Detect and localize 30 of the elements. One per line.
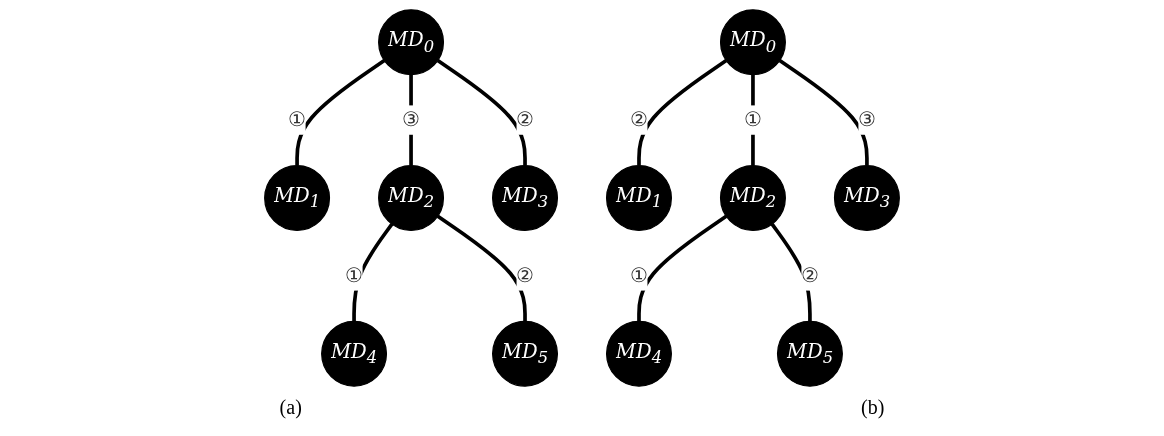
node-circle: MD$_{4}$: [321, 320, 388, 387]
connector: [295, 59, 386, 166]
connector: [436, 59, 527, 166]
edge-label: ①: [288, 107, 306, 132]
node-circle: MD$_{3}$: [833, 165, 900, 231]
node-circle: MD$_{0}$: [719, 9, 786, 76]
edge-label: ①: [345, 263, 363, 287]
node-circle: MD$_{1}$: [605, 165, 672, 231]
caption-label: (b): [861, 396, 885, 421]
node-circle: MD$_{2}$: [719, 165, 786, 231]
connector: [436, 214, 527, 322]
edge-label: ②: [516, 107, 534, 132]
node-circle: MD$_{4}$: [605, 320, 672, 387]
connector: [637, 214, 728, 322]
edge-label: ③: [402, 107, 420, 132]
connector: [778, 59, 869, 166]
node-circle: MD$_{2}$: [378, 165, 445, 231]
node-circle: MD$_{5}$: [776, 320, 843, 387]
edge-label: ①: [630, 263, 648, 287]
edge-label: ①: [744, 107, 762, 132]
node-circle: MD$_{3}$: [492, 165, 559, 231]
connector: [637, 59, 728, 166]
edge-label: ②: [801, 263, 819, 287]
edge-label: ②: [516, 263, 534, 287]
caption-label: (a): [279, 396, 302, 421]
edge-label: ②: [630, 107, 648, 132]
node-circle: MD$_{5}$: [492, 320, 559, 387]
edge-label: ③: [858, 107, 876, 132]
node-circle: MD$_{1}$: [264, 165, 331, 231]
node-circle: MD$_{0}$: [378, 9, 445, 76]
